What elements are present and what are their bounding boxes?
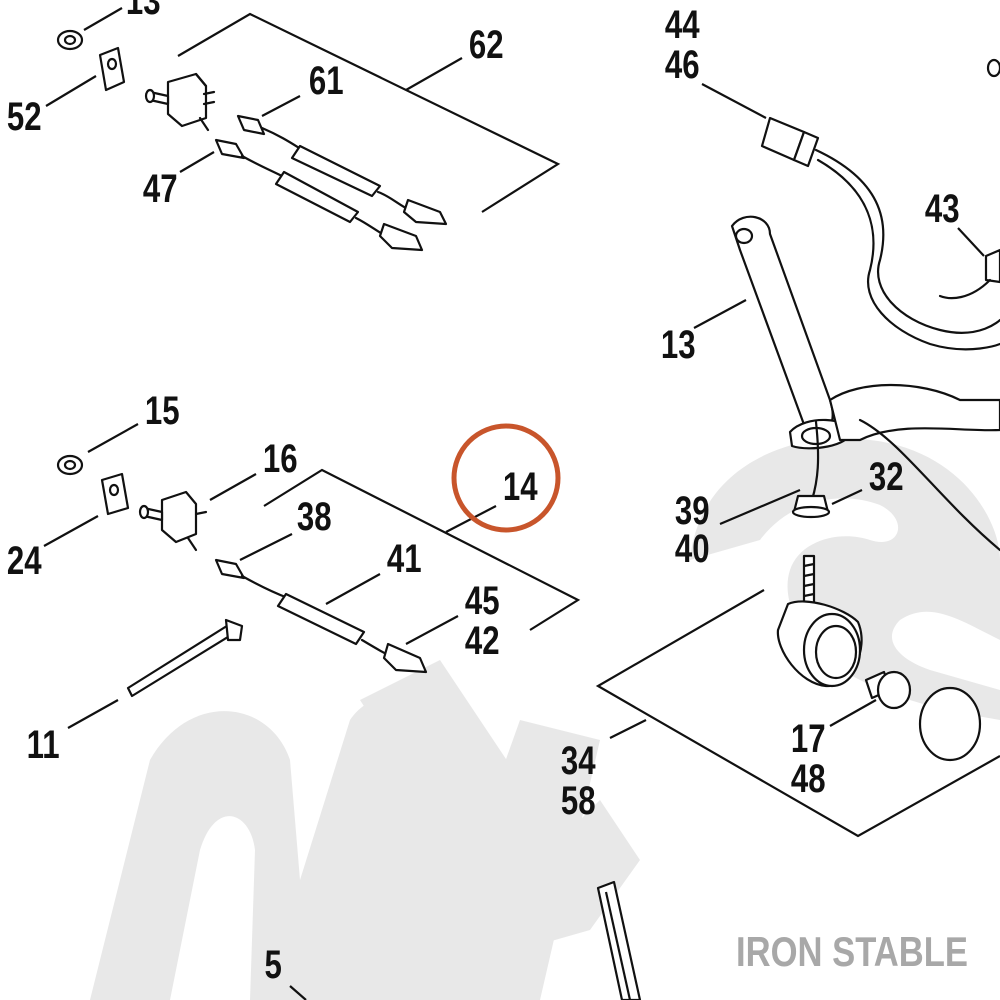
wiring-connector <box>760 116 1000 351</box>
bolt-head <box>986 58 1000 78</box>
callout-45: 45 <box>465 578 500 623</box>
small-plug <box>938 248 1000 300</box>
callout-40: 40 <box>675 526 710 571</box>
hex-nut <box>56 29 84 51</box>
callout-15: 15 <box>145 388 180 433</box>
mounting-arm <box>730 215 1000 450</box>
callout-62: 62 <box>469 22 504 67</box>
rubber-grommet <box>791 494 831 519</box>
lamp-wire <box>810 420 820 502</box>
callout-39: 39 <box>675 488 710 533</box>
callout-61: 61 <box>309 58 344 103</box>
light-bulb <box>864 670 912 710</box>
trim-strip <box>596 880 642 1000</box>
callout-43: 43 <box>925 186 960 231</box>
callout-38: 38 <box>297 494 332 539</box>
callout-32: 32 <box>869 454 904 499</box>
callout-41: 41 <box>387 536 422 581</box>
callout-11: 11 <box>27 722 60 767</box>
callout-14: 14 <box>503 464 538 509</box>
wire-harness-38-41 <box>214 558 428 674</box>
callout-48: 48 <box>791 756 826 801</box>
callout-58: 58 <box>561 778 596 823</box>
callout-46: 46 <box>665 42 700 87</box>
threaded-stud <box>802 554 816 610</box>
callout-47: 47 <box>143 166 178 211</box>
callout-34: 34 <box>561 738 596 783</box>
lock-washer-plate <box>100 472 130 516</box>
callout-13: 13 <box>661 322 696 367</box>
brand-watermark-text: IRON STABLE <box>736 928 968 975</box>
callout-5: 5 <box>264 942 281 987</box>
toggle-switch <box>144 72 216 132</box>
turn-signal-housing <box>776 600 863 688</box>
hex-nut <box>56 454 84 476</box>
callout-24: 24 <box>7 538 42 583</box>
lock-washer-plate <box>98 46 126 92</box>
toggle-switch <box>138 490 208 552</box>
callout-16: 16 <box>263 436 298 481</box>
callout-17: 17 <box>791 716 826 761</box>
highlight-circle <box>451 423 561 533</box>
callout-44: 44 <box>665 2 700 47</box>
callout-52: 52 <box>7 94 42 139</box>
callout-42: 42 <box>465 618 500 663</box>
wire-harness-61 <box>236 114 448 226</box>
watermark-logo <box>90 438 1000 1000</box>
wire-harness-47 <box>214 138 424 252</box>
signal-wire <box>858 418 1000 552</box>
signal-lens <box>918 686 982 762</box>
cable-tie <box>126 618 244 698</box>
callout-13-top: 13 <box>126 0 161 23</box>
